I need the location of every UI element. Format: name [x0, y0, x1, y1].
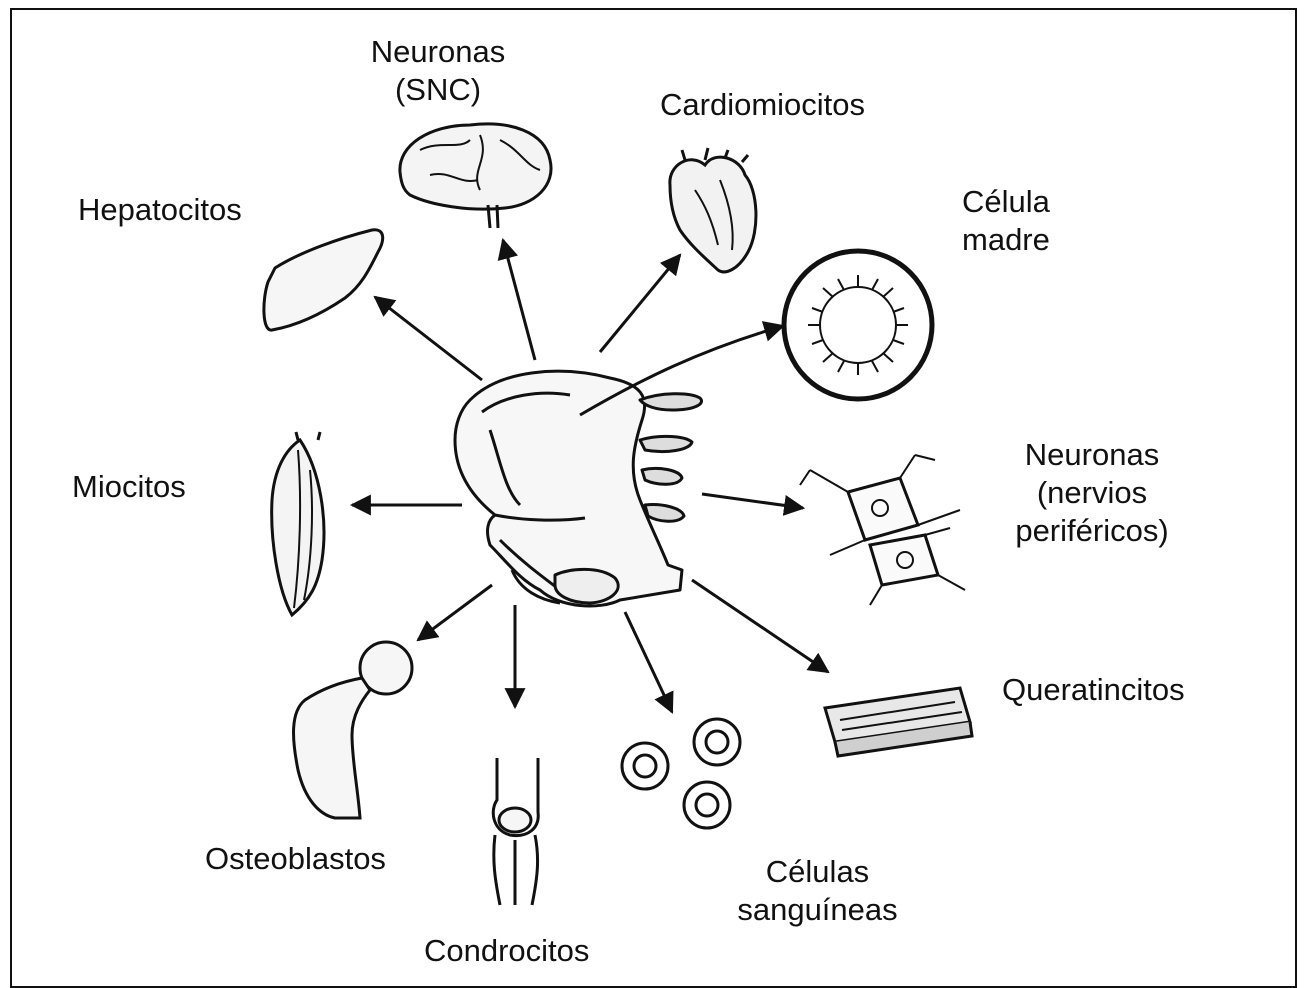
- arrow-to-cardiomiocitos: [600, 255, 680, 352]
- skin-layer-icon: [825, 688, 972, 756]
- label-cardiomiocitos: Cardiomiocitos: [660, 86, 865, 124]
- arrow-to-neuronas-perifericas: [702, 494, 803, 508]
- heart-icon: [670, 148, 756, 272]
- arrow-to-queratincitos: [692, 580, 828, 672]
- arrow-to-hepatocitos: [375, 297, 482, 380]
- liver-icon: [264, 230, 383, 330]
- muscle-icon: [272, 432, 324, 615]
- label-hepatocitos: Hepatocitos: [78, 191, 242, 229]
- peripheral-neurons-icon: [800, 455, 965, 605]
- arrow-to-celulas-sanguineas: [625, 612, 672, 712]
- label-celulas-sanguineas: Células sanguíneas: [715, 853, 920, 929]
- arrow-to-osteoblastos: [418, 585, 492, 640]
- label-neuronas-snc: Neuronas (SNC): [343, 33, 533, 109]
- pelvis-bone-marrow-illustration: [455, 371, 702, 606]
- knee-joint-icon: [493, 758, 538, 905]
- label-miocitos: Miocitos: [72, 468, 186, 506]
- arrow-to-neuronas-snc: [503, 240, 535, 360]
- label-osteoblastos: Osteoblastos: [205, 840, 386, 878]
- label-celula-madre: Célula madre: [962, 183, 1050, 259]
- label-neuronas-perifericas: Neuronas (nervios periféricos): [992, 436, 1192, 550]
- bone-icon: [294, 642, 412, 818]
- blood-cells-icon: [622, 719, 740, 828]
- label-condrocitos: Condrocitos: [424, 932, 589, 970]
- brain-icon: [400, 124, 551, 228]
- label-queratincitos: Queratincitos: [1002, 671, 1185, 709]
- stem-cell-icon: [784, 251, 932, 399]
